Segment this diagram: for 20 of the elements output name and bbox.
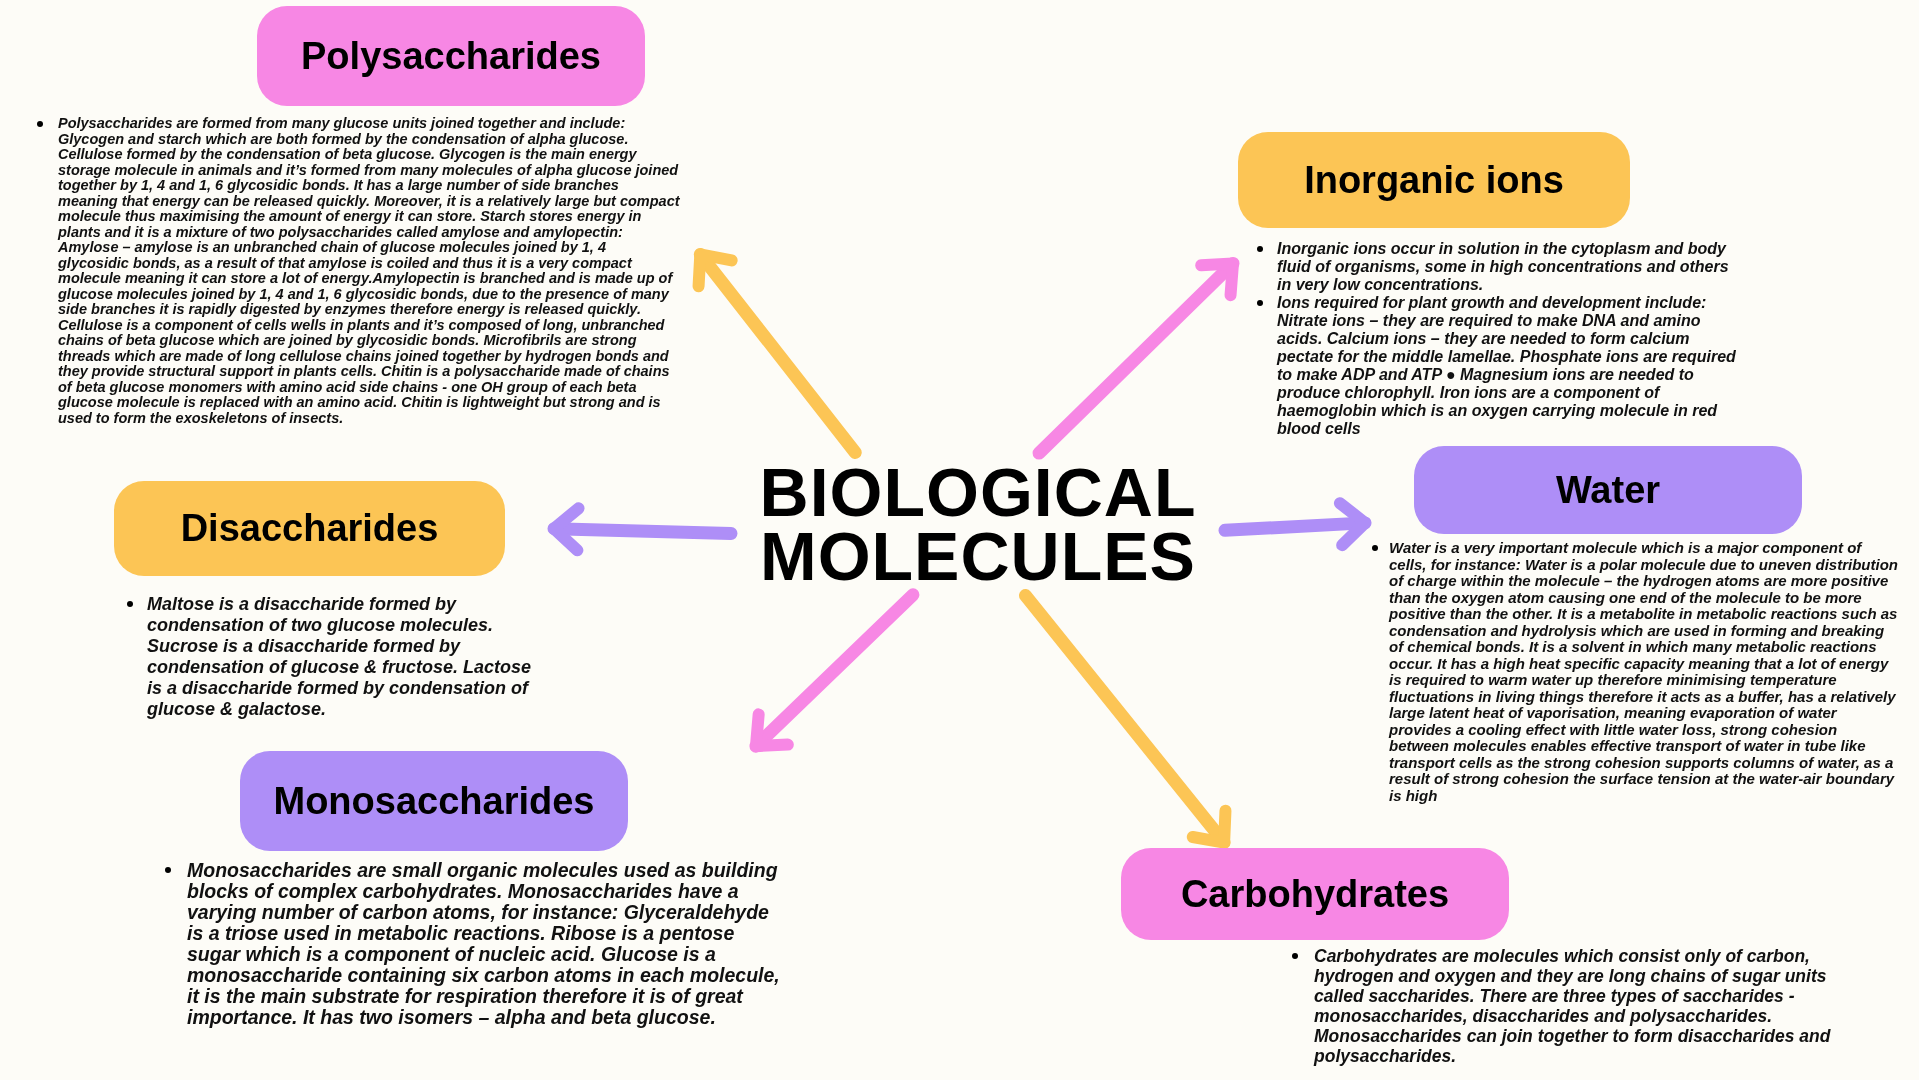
bullet-text: Inorganic ions occur in solution in the cytoplasm and body fluid of organisms, some in high concentrations and others in very low concentrations. <box>1277 240 1730 294</box>
bullet-text: Carbohydrates are molecules which consist only of carbon, hydrogen and oxygen and they are long chains of sugar units called saccharides. There are three types of saccharides - monosaccharides, disaccharides and polysaccharides. Monosaccharides can join together to form disaccharides and polysaccharides. <box>1314 946 1832 1066</box>
arrow <box>692 247 862 459</box>
heading-pill: Disaccharides <box>114 481 505 576</box>
heading-pill: Monosaccharides <box>240 751 628 851</box>
arrow <box>1018 588 1232 850</box>
arrow <box>749 588 920 753</box>
heading-pill: Water <box>1414 446 1802 534</box>
arrow <box>547 502 738 557</box>
bullet-text: Maltose is a disaccharide formed by condensation of two glucose molecules. Sucrose is a disaccharide formed by condensation of glucose & fructose. Lactose is a disaccharide formed by condensation of glucose & galactose. <box>147 594 533 720</box>
heading-pill: Carbohydrates <box>1121 848 1509 940</box>
arrow <box>1032 256 1240 460</box>
center-title: BIOLOGICAL MOLECULES <box>738 458 1218 590</box>
heading-pill: Inorganic ions <box>1238 132 1630 228</box>
bullet-text: Water is a very important molecule which is a major component of cells, for instance: Water is a polar molecule due to uneven distribution of charge within the molecule – the hydrogen atoms are more positive than the oxygen atom causing one end of the molecule to be more positive than the other. It is a metabolite in metabolic reactions such as condensation and hydrolysis which are used in forming and breaking of chemical bonds. It is a solvent in which many metabolic reactions occur. It has a high heat specific capacity meaning that a lot of energy is required to warm water up therefore minimising temperature fluctuations in living things therefore it acts as a buffer, has a relatively large latent heat of vaporisation, meaning evaporation of water provides a cooling effect with little water loss, strong cohesion between molecules enables effective transport of water in tube like transport cells as the strong cohesion supports columns of water, as a result of strong cohesion the surface tension at the water-air boundary is high <box>1389 540 1899 804</box>
arrow <box>1218 497 1372 552</box>
heading-pill: Polysaccharides <box>257 6 645 106</box>
bullet-text: Polysaccharides are formed from many glucose units joined together and include: Glycogen and starch which are both formed by the condensation of alpha glucose. Cellulose formed by the condensation of beta glucose. Glycogen is the main energy storage molecule in animals and it’s formed from many molecules of alpha glucose joined together by 1, 4 and 1, 6 glycosidic bonds. It has a large number of side branches meaning that energy can be released quickly. Moreover, it is a relatively large but compact molecule thus maximising the amount of energy it can store. Starch stores energy in plants and it is a mixture of two polysaccharides called amylose and amylopectin: Amylose – amylose is an unbranched chain of glucose molecules joined by 1, 4 glycosidic bonds, as a result of that amylose is coiled and thus it is a very compact molecule meaning it can store a lot of energy.Amylopectin is branched and is made up of glucose molecules joined by 1, 4 and 1, 6 glycosidic bonds, due to the presence of many side branches it is rapidly digested by enzymes therefore energy is released quickly. Cellulose is a component of cells wells in plants and it’s composed of long, unbranched chains of beta glucose which are joined by glycosidic bonds. Microfibrils are strong threads which are made of long cellulose chains joined together by hydrogen bonds and they provide structural support in plants cells. Chitin is a polysaccharide made of chains of beta glucose monomers with amino acid side chains - one OH group of each beta glucose molecule is replaced with an amino acid. Chitin is lightweight but strong and is used to form the exoskeletons of insects. <box>58 116 680 426</box>
bullet-text: Monosaccharides are small organic molecules used as building blocks of complex carbohydrates. Monosaccharides have a varying number of carbon atoms, for instance: Glyceraldehyde is a triose used in metabolic reactions. Ribose is a pentose sugar which is a component of nucleic acid. Glucose is a monosaccharide containing six carbon atoms in each molecule, it is the main substrate for respiration therefore it is of great importance. It has two isomers – alpha and beta glucose. <box>187 860 781 1028</box>
bullet-text: Ions required for plant growth and development include: Nitrate ions – they are required to make DNA and amino acids. Calcium ions – they are needed to form calcium pectate for the middle lamellae. Phosphate ions are required to make ADP and ATP ● Magnesium ions are needed to produce chlorophyll. Iron ions are a component of haemoglobin which is an oxygen carrying molecule in red blood cells <box>1277 294 1737 438</box>
